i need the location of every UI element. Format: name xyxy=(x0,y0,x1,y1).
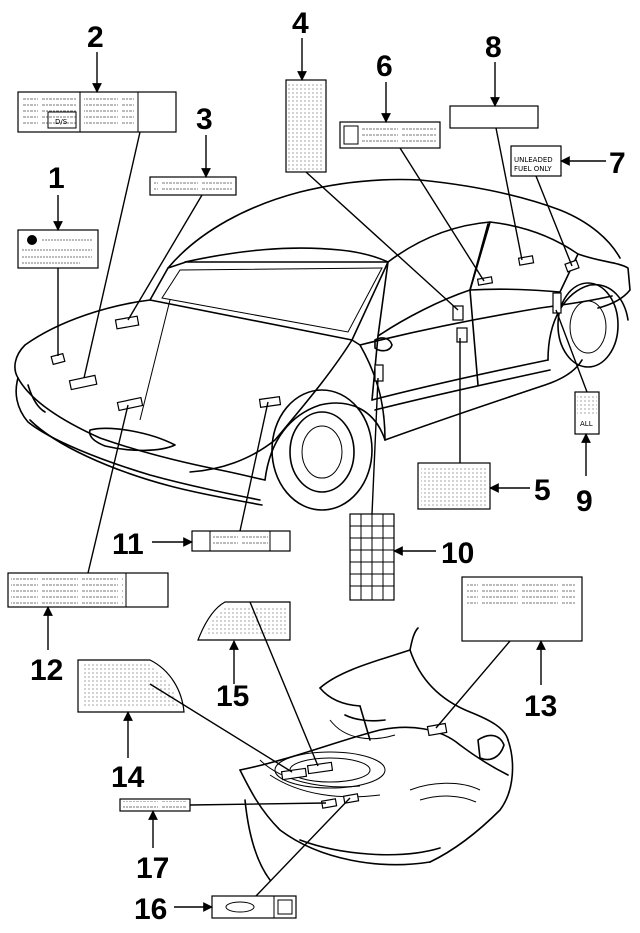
callout-5: 5 xyxy=(534,474,551,507)
label-2-graphic: D/S xyxy=(17,91,177,133)
label-13-graphic xyxy=(461,576,583,642)
callout-17: 17 xyxy=(136,852,169,885)
label-3-graphic xyxy=(149,176,237,196)
callout-15: 15 xyxy=(216,680,249,713)
callout-10: 10 xyxy=(441,537,474,570)
callout-arrows xyxy=(43,38,606,912)
callout-6: 6 xyxy=(376,50,393,83)
leader-lines xyxy=(57,127,588,897)
callout-8: 8 xyxy=(485,31,502,64)
label-11-graphic xyxy=(191,530,291,552)
callout-1: 1 xyxy=(48,162,65,195)
label-6-graphic xyxy=(339,121,441,149)
callout-numbers: 1 2 3 4 5 6 7 8 9 10 11 12 13 14 15 16 1… xyxy=(30,7,626,926)
label-7-graphic: UNLEADED FUEL ONLY xyxy=(510,145,562,177)
callout-12: 12 xyxy=(30,654,63,687)
callout-13: 13 xyxy=(524,690,557,723)
label-9-text: ALL xyxy=(580,420,593,428)
label-16-graphic xyxy=(211,895,297,919)
label-5-graphic xyxy=(417,462,491,510)
label-14-graphic xyxy=(77,659,185,713)
label-7-line-1: UNLEADED xyxy=(514,156,553,164)
callout-4: 4 xyxy=(292,7,309,40)
trunk-label-spots xyxy=(280,722,448,809)
label-8-graphic xyxy=(449,105,539,129)
label-9-graphic: ALL xyxy=(574,391,600,435)
callout-7: 7 xyxy=(609,147,626,180)
label-4-graphic xyxy=(285,79,327,173)
callout-16: 16 xyxy=(134,893,167,926)
label-10-graphic xyxy=(349,513,395,601)
callout-3: 3 xyxy=(196,103,213,136)
label-17-graphic xyxy=(119,798,191,812)
label-2-code: D/S xyxy=(55,118,68,126)
trunk-illustration xyxy=(239,627,514,881)
sedan-illustration xyxy=(14,178,631,511)
callout-11: 11 xyxy=(112,528,144,561)
label-12-graphic xyxy=(7,572,169,608)
callout-9: 9 xyxy=(576,485,593,518)
callout-2: 2 xyxy=(87,21,104,54)
label-1-graphic xyxy=(17,229,99,269)
label-7-line-2: FUEL ONLY xyxy=(514,165,552,173)
label-15-graphic xyxy=(197,601,291,641)
callout-14: 14 xyxy=(111,761,145,794)
